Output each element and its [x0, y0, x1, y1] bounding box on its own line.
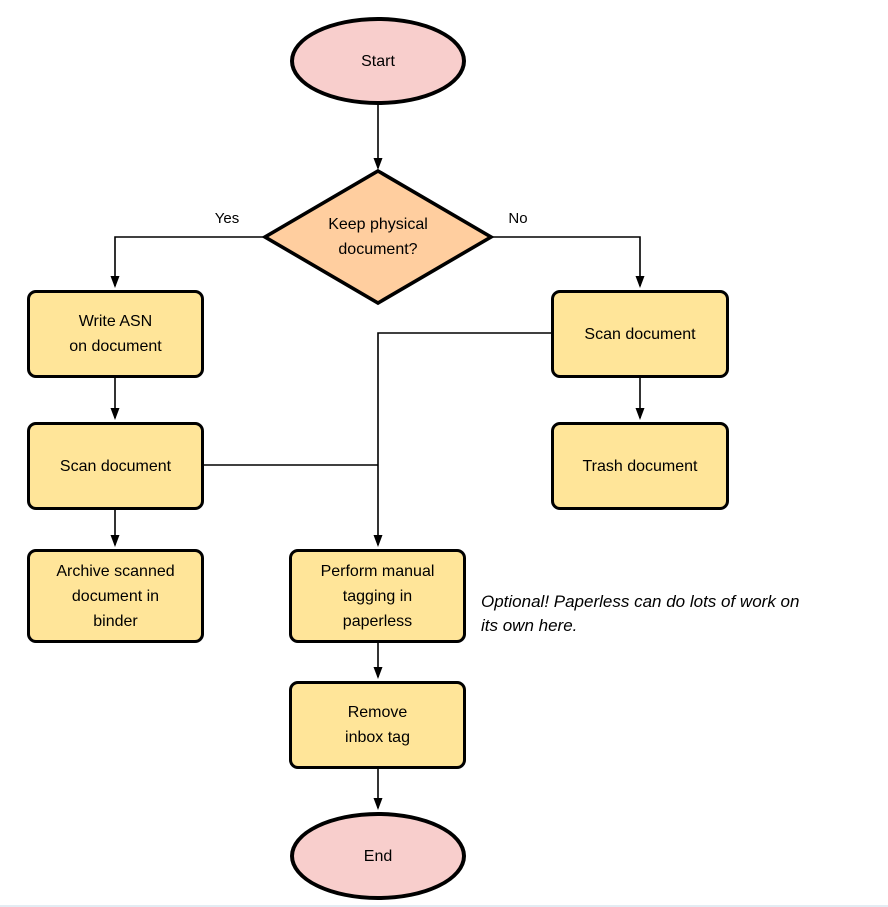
- node-end: End: [290, 812, 466, 900]
- optional-note: Optional! Paperless can do lots of work …: [481, 592, 800, 635]
- node-write-asn-on-document: Write ASN on document: [27, 290, 204, 378]
- node-remove-inbox-tag: Remove inbox tag: [289, 681, 466, 769]
- node-start: Start: [290, 17, 466, 105]
- decision-diamond-shape: [261, 168, 495, 306]
- node-trash-document: Trash document: [551, 422, 729, 510]
- edge-decision-no-to-scan-right: [491, 236, 645, 288]
- bottom-edge-divider: [0, 905, 888, 907]
- node-scan-document-right: Scan document: [551, 290, 729, 378]
- edge-decision-yes-to-write-asn: [110, 236, 265, 288]
- edge-label-yes: Yes: [214, 210, 240, 227]
- edge-label-no: No: [508, 210, 528, 227]
- node-scan-document-left: Scan document: [27, 422, 204, 510]
- node-archive-scanned-document: Archive scanned document in binder: [27, 549, 204, 643]
- node-perform-manual-tagging: Perform manual tagging in paperless: [289, 549, 466, 643]
- edge-scan-right-to-tagging: [373, 332, 551, 547]
- node-decision-label: Keep physical document?: [328, 216, 428, 258]
